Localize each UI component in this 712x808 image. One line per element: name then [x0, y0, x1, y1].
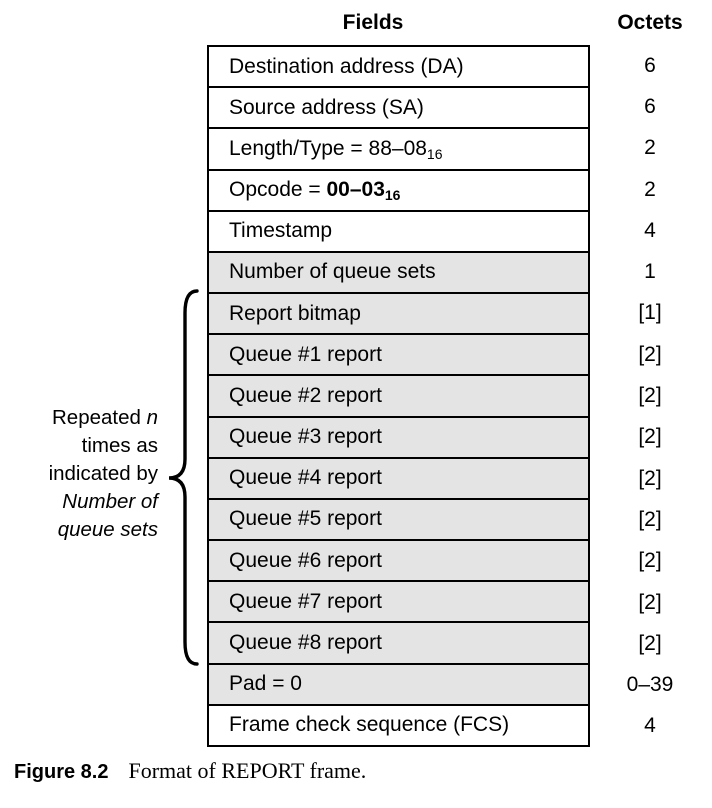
- field-row: Queue #8 report: [209, 623, 588, 665]
- field-label: Queue #1 report: [229, 342, 382, 366]
- octet-value: 4: [644, 714, 656, 738]
- octet-value: [2]: [638, 384, 662, 408]
- field-row: Report bitmap: [209, 294, 588, 336]
- octet-value: 6: [644, 53, 656, 77]
- field-row: Opcode = 00–0316: [209, 170, 588, 212]
- field-row: Queue #3 report: [209, 417, 588, 459]
- field-label: Queue #8 report: [229, 630, 382, 654]
- field-label: Frame check sequence (FCS): [229, 713, 510, 737]
- octet-value: [2]: [638, 342, 662, 366]
- octet-value: [2]: [638, 590, 662, 614]
- octet-value: [2]: [638, 425, 662, 449]
- field-row: Queue #1 report: [209, 335, 588, 377]
- octet-value: [2]: [638, 466, 662, 490]
- field-row: Queue #7 report: [209, 582, 588, 624]
- octets-column-header: Octets: [617, 11, 683, 34]
- annotation-line: Number of: [62, 490, 158, 513]
- repeat-brace: [168, 289, 199, 666]
- field-label: Queue #2 report: [229, 383, 382, 407]
- annotation-line: times as: [81, 434, 158, 457]
- field-label: Queue #4 report: [229, 466, 382, 490]
- field-row: Source address (SA): [209, 88, 588, 130]
- octet-value: 0–39: [626, 673, 674, 697]
- figure-caption: Figure 8.2 Format of REPORT frame.: [14, 758, 366, 784]
- annotation-line: Repeated n: [51, 406, 158, 429]
- field-row: Queue #4 report: [209, 458, 588, 500]
- field-label: Destination address (DA): [229, 54, 464, 78]
- frame-format-table: Destination address (DA) Source address (…: [207, 45, 590, 747]
- field-row: Timestamp: [209, 211, 588, 253]
- field-label: Source address (SA): [229, 95, 424, 119]
- repeat-annotation: Repeated n times as indicated by Number of q…: [0, 404, 158, 544]
- field-row: Destination address (DA): [209, 47, 588, 89]
- octets-column: 6 6 2 2 4 1 [1] [2] [2] [2] [2] [2] [2] [2] [2] 0–39 4: [590, 45, 710, 747]
- octet-value: 6: [644, 94, 656, 118]
- octet-value: 4: [644, 218, 656, 242]
- annotation-line: indicated by: [48, 462, 158, 485]
- octet-value: [2]: [638, 549, 662, 573]
- field-row: Queue #6 report: [209, 541, 588, 583]
- field-row: Pad = 0: [209, 664, 588, 706]
- field-label: Queue #6 report: [229, 548, 382, 572]
- octet-value: 1: [644, 260, 656, 284]
- annotation-line: queue sets: [57, 518, 158, 541]
- field-label: Report bitmap: [229, 301, 361, 325]
- field-label: Queue #3 report: [229, 425, 382, 449]
- field-row: Queue #5 report: [209, 499, 588, 542]
- field-label: Timestamp: [229, 219, 333, 243]
- field-row: Number of queue sets: [209, 252, 588, 295]
- field-row: Frame check sequence (FCS): [209, 705, 588, 745]
- octet-value: [2]: [638, 507, 662, 531]
- caption-text: Format of REPORT frame.: [128, 758, 367, 783]
- octet-value: [2]: [638, 631, 662, 655]
- field-label: Opcode = 00–0316: [229, 178, 401, 204]
- figure-number: Figure 8.2: [14, 761, 109, 783]
- field-label: Pad = 0: [229, 672, 302, 696]
- field-label: Queue #5 report: [229, 507, 382, 531]
- octet-value: [1]: [638, 301, 662, 325]
- octet-value: 2: [644, 177, 656, 201]
- field-row: Length/Type = 88–0816: [209, 129, 588, 171]
- field-label: Queue #7 report: [229, 589, 382, 613]
- field-row: Queue #2 report: [209, 376, 588, 418]
- fields-column-header: Fields: [342, 11, 404, 34]
- field-label: Number of queue sets: [229, 260, 436, 284]
- field-label: Length/Type = 88–0816: [229, 136, 443, 162]
- octet-value: 2: [644, 136, 656, 160]
